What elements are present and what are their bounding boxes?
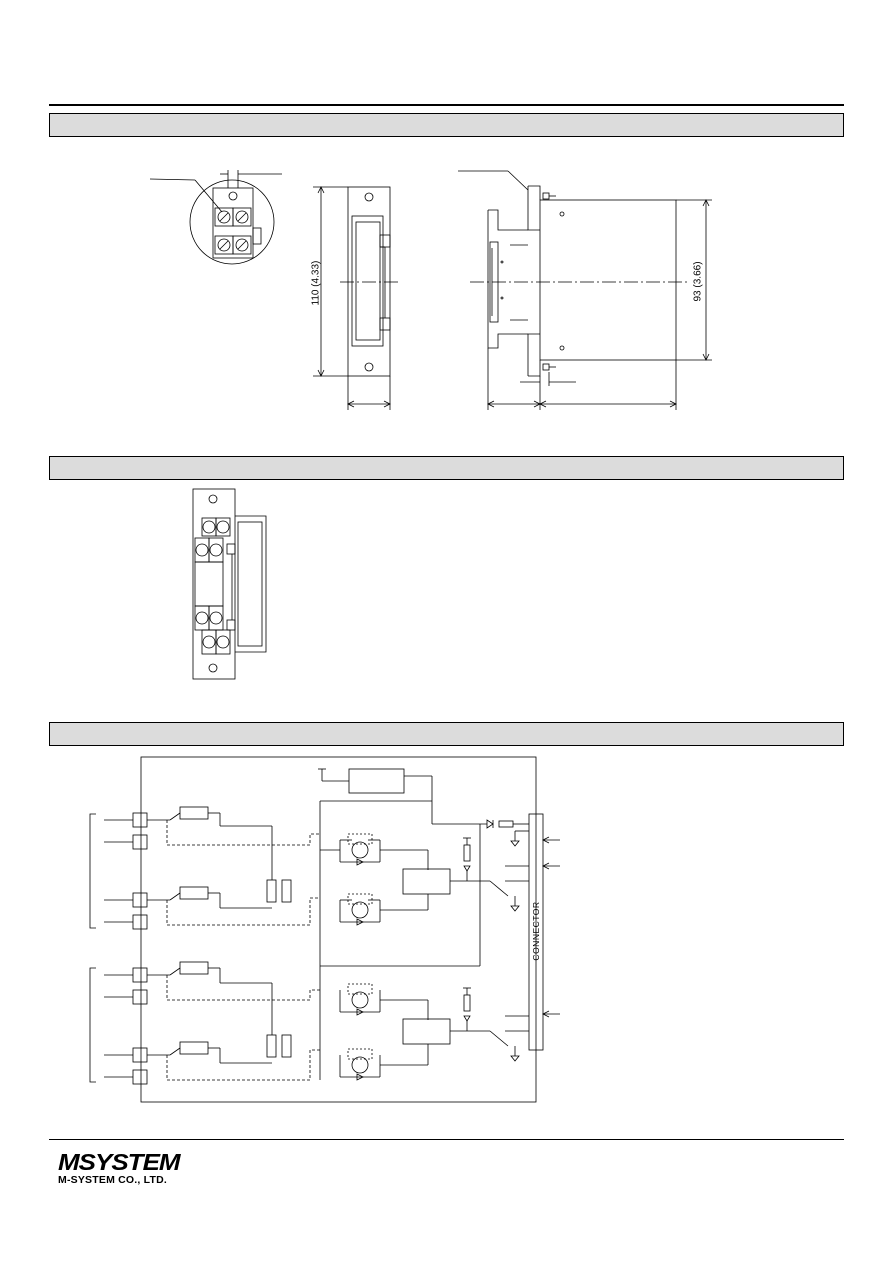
schematic-diagram (89, 756, 560, 1103)
section-bar-schematic (49, 722, 844, 746)
dimension-height-front: 110 (4.33) (310, 260, 322, 306)
side-view (458, 170, 712, 410)
section-bar-terminal-assignments (49, 456, 844, 480)
front-view (313, 186, 400, 410)
terminal-assignment-view (192, 488, 267, 680)
connector-label: CONNECTOR (531, 901, 541, 961)
section-bar-dimensions (49, 113, 844, 137)
dimension-height-side: 93 (3.66) (692, 261, 704, 302)
company-logo: MSYSTEM M-SYSTEM CO., LTD. (58, 1150, 198, 1186)
company-name: M-SYSTEM CO., LTD. (58, 1174, 167, 1186)
header-rule (49, 104, 844, 106)
footer-rule (49, 1139, 844, 1140)
logo-mark: MSYSTEM (58, 1148, 181, 1176)
terminal-detail-callout (149, 170, 282, 265)
